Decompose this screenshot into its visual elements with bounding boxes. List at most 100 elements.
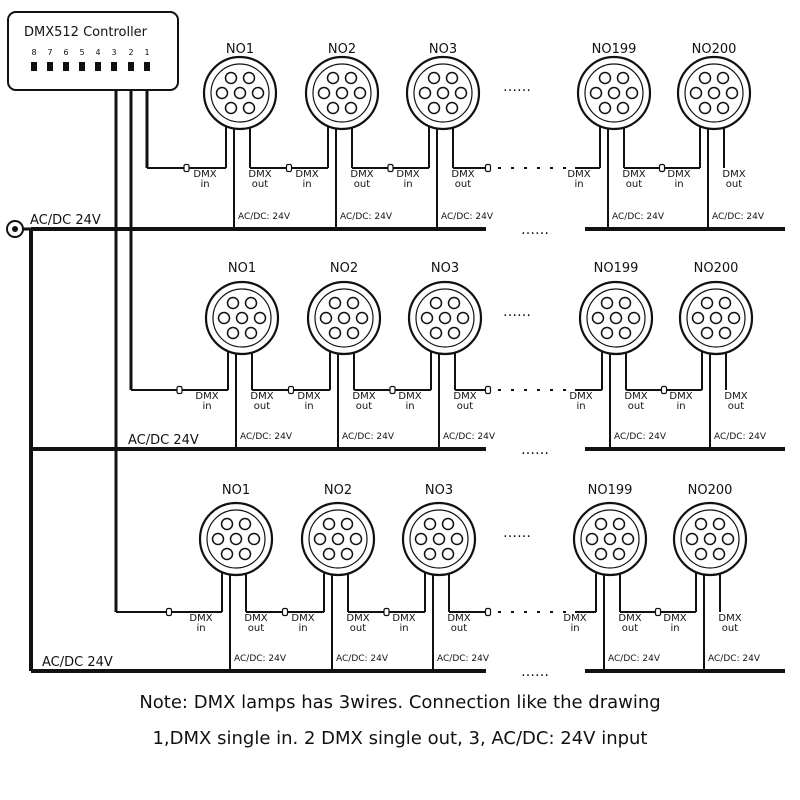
wire-connector [285, 163, 293, 173]
led-icon [700, 296, 714, 310]
led-icon [355, 311, 369, 325]
led-icon [211, 532, 225, 546]
led-icon [709, 311, 723, 325]
led-icon [712, 547, 726, 561]
led-icon [627, 311, 641, 325]
dmx-out-label: DMX [622, 169, 645, 180]
dmx-out-label: out [252, 179, 268, 190]
led-icon [340, 517, 354, 531]
led-icon [456, 311, 470, 325]
pin-terminal [111, 62, 117, 71]
pin-terminal [144, 62, 150, 71]
led-icon [217, 311, 231, 325]
dmx-out-label: out [354, 179, 370, 190]
led-icon [607, 86, 621, 100]
led-icon [598, 71, 612, 85]
dmx-in-label: DMX [195, 391, 218, 402]
led-icon [242, 101, 256, 115]
dmx-out-label: DMX [248, 169, 271, 180]
led-icon [447, 326, 461, 340]
lamp-label: NO2 [328, 42, 356, 57]
power-terminal-dot [12, 226, 18, 232]
dmx-out-label: DMX [350, 169, 373, 180]
dmx-in-label: in [399, 623, 408, 634]
dmx-out-label: DMX [352, 391, 375, 402]
wire-connector [654, 607, 662, 617]
power-label: AC/DC: 24V [612, 212, 665, 222]
dmx-in-label: DMX [189, 613, 212, 624]
led-icon [718, 296, 732, 310]
led-icon [423, 547, 437, 561]
power-label: AC/DC: 24V [614, 432, 667, 442]
lamp-label: NO1 [226, 42, 254, 57]
power-label: AC/DC: 24V [342, 432, 395, 442]
dmx-out-label: out [457, 401, 473, 412]
wire-connector [658, 163, 666, 173]
pin-terminal [128, 62, 134, 71]
led-icon [229, 532, 243, 546]
led-icon [725, 86, 739, 100]
led-icon [591, 311, 605, 325]
dmx-in-label: in [570, 623, 579, 634]
wire-connector [383, 607, 390, 617]
note-line-1: Note: DMX lamps has 3wires. Connection l… [139, 692, 661, 713]
led-icon [716, 71, 730, 85]
dmx-out-label: out [455, 179, 471, 190]
pin-number: 8 [31, 48, 36, 57]
led-icon [712, 517, 726, 531]
led-icon [340, 547, 354, 561]
dmx-out-label: out [626, 179, 642, 190]
dmx-in-label: DMX [563, 613, 586, 624]
lamp-label: NO199 [592, 42, 637, 57]
led-icon [427, 71, 441, 85]
dmx-in-label: DMX [291, 613, 314, 624]
led-icon [625, 86, 639, 100]
dmx-out-label: DMX [244, 613, 267, 624]
led-icon [414, 532, 428, 546]
power-label: AC/DC: 24V [443, 432, 496, 442]
dmx-out-label: DMX [618, 613, 641, 624]
led-icon [694, 517, 708, 531]
wire-connector [176, 385, 183, 395]
lamp-label: NO2 [324, 483, 352, 498]
led-icon [685, 532, 699, 546]
pin-terminal [95, 62, 101, 71]
dmx-out-label: out [728, 401, 744, 412]
led-icon [326, 71, 340, 85]
led-icon [247, 532, 261, 546]
led-icon [427, 101, 441, 115]
pin-number: 6 [63, 48, 68, 57]
led-icon [616, 71, 630, 85]
led-icon [445, 101, 459, 115]
dmx-in-label: in [676, 401, 685, 412]
led-icon [233, 86, 247, 100]
note-line-2: 1,DMX single in. 2 DMX single out, 3, AC… [152, 728, 648, 749]
led-icon [609, 311, 623, 325]
lamp-label: NO199 [594, 261, 639, 276]
dmx-in-label: DMX [669, 391, 692, 402]
wire-connector [660, 385, 668, 395]
led-icon [244, 296, 258, 310]
power-label: AC/DC: 24V [437, 654, 490, 664]
dmx-in-label: DMX [392, 613, 415, 624]
dmx-out-label: DMX [453, 391, 476, 402]
dmx-in-label: in [304, 401, 313, 412]
led-icon [319, 311, 333, 325]
led-icon [313, 532, 327, 546]
lamp-label: NO200 [688, 483, 733, 498]
power-label: AC/DC: 24V [234, 654, 287, 664]
led-icon [616, 101, 630, 115]
bus-ellipsis: …… [521, 442, 549, 458]
power-label: AC/DC: 24V [441, 212, 494, 222]
pin-terminal [79, 62, 85, 71]
lamp-ellipsis: …… [503, 79, 531, 95]
dmx-out-label: out [726, 179, 742, 190]
